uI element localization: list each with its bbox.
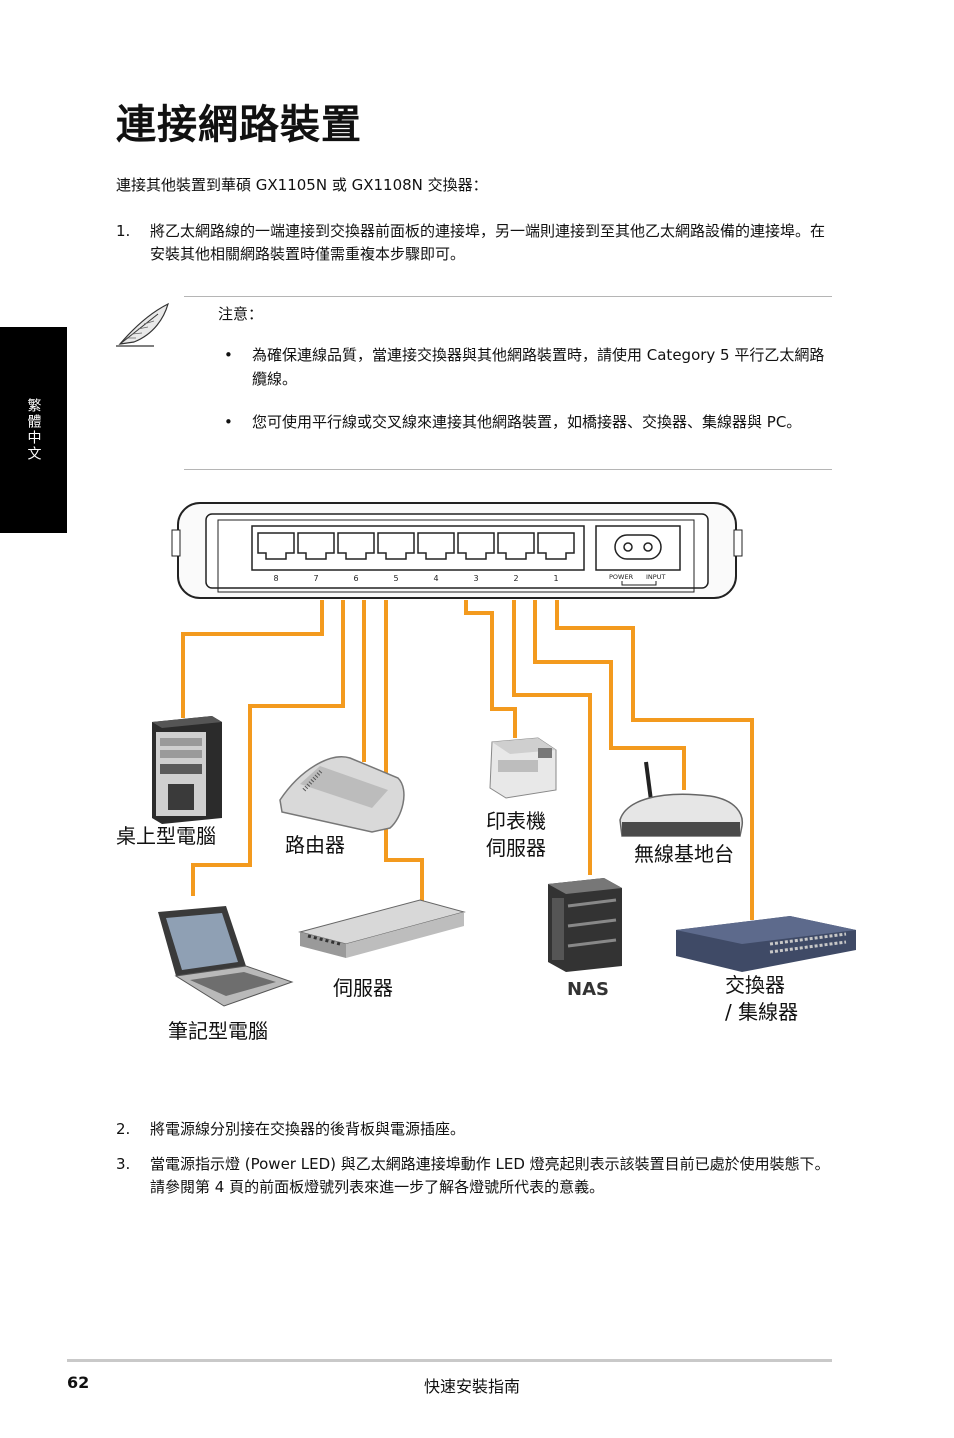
rack-server-icon: [298, 899, 466, 958]
desktop-pc-icon: [152, 716, 222, 824]
notebook-icon: [158, 906, 294, 1007]
power-socket-icon: [614, 534, 662, 560]
note-bottom-rule: [184, 469, 832, 470]
ethernet-port-6: [337, 532, 375, 560]
note-title: 注意：: [218, 305, 264, 323]
port-number-label: 8: [273, 574, 278, 583]
printer-server-label-line1: 印表機: [486, 809, 546, 833]
step-text: 將電源線分別接在交換器的後背板與電源插座。: [150, 1120, 466, 1138]
feather-pen-icon: [114, 300, 172, 350]
input-label: INPUT: [646, 573, 665, 581]
ethernet-port-3: [457, 532, 495, 560]
notebook-label: 筆記型電腦: [168, 1019, 268, 1043]
switch-hub-label-line1: 交換器: [725, 973, 785, 997]
port-number-label: 3: [473, 574, 478, 583]
router-icon: [279, 756, 405, 833]
note-bullet-text: 為確保連線品質，當連接交換器與其他網路裝置時，請使用 Category 5 平行…: [252, 346, 825, 388]
server-label: 伺服器: [333, 976, 393, 1000]
step-text: 當電源指示燈 (Power LED) 與乙太網路連接埠動作 LED 燈亮起則表示…: [150, 1155, 830, 1196]
language-label: 繁體中文: [25, 398, 42, 462]
intro-text: 連接其他裝置到華碩 GX1105N 或 GX1108N 交換器：: [116, 176, 488, 194]
note-bullet-2: • 您可使用平行線或交叉線來連接其他網路裝置，如橋接器、交換器、集線器與 PC。: [224, 410, 832, 460]
note-bullet-text: 您可使用平行線或交叉線來連接其他網路裝置，如橋接器、交換器、集線器與 PC。: [252, 413, 802, 431]
ethernet-port-5: [377, 532, 415, 560]
ethernet-port-7: [297, 532, 335, 560]
bullet-dot: •: [224, 346, 233, 364]
desktop-label: 桌上型電腦: [116, 824, 216, 848]
step-number: 3.: [116, 1155, 131, 1173]
network-switch-icon: [676, 916, 856, 972]
port-number-label: 5: [393, 574, 398, 583]
port-number-label: 1: [553, 574, 558, 583]
step-3: 3. 當電源指示燈 (Power LED) 與乙太網路連接埠動作 LED 燈亮起…: [116, 1153, 832, 1201]
port-number-label: 7: [313, 574, 318, 583]
ethernet-port-1: [537, 532, 575, 560]
power-bracket: [621, 581, 657, 586]
footer-title: 快速安裝指南: [424, 1377, 521, 1396]
bullet-dot: •: [224, 413, 233, 431]
ethernet-ports: [257, 532, 575, 560]
page-title: 連接網路裝置: [116, 102, 362, 148]
switch-hub-label-line2: / 集線器: [725, 1000, 799, 1024]
ethernet-port-8: [257, 532, 295, 560]
printer-icon: [489, 737, 557, 799]
power-label: POWER: [609, 573, 634, 581]
port-number-label: 2: [513, 574, 518, 583]
step-1: 1. 將乙太網路線的一端連接到交換器前面板的連接埠，另一端則連接到至其他乙太網路…: [116, 220, 832, 266]
port-number-label: 6: [353, 574, 358, 583]
ethernet-port-4: [417, 532, 455, 560]
ethernet-port-2: [497, 532, 535, 560]
port-number-label: 4: [433, 574, 438, 583]
step-text: 將乙太網路線的一端連接到交換器前面板的連接埠，另一端則連接到至其他乙太網路設備的…: [150, 222, 826, 263]
page-number: 62: [67, 1373, 90, 1392]
footer-rule: [67, 1359, 832, 1362]
nas-icon: [548, 878, 622, 972]
nas-label: NAS: [567, 979, 609, 1000]
step-number: 1.: [116, 222, 131, 240]
step-2: 2. 將電源線分別接在交換器的後背板與電源插座。: [116, 1118, 832, 1142]
note-bullet-1: • 為確保連線品質，當連接交換器與其他網路裝置時，請使用 Category 5 …: [224, 343, 832, 393]
printer-server-label-line2: 伺服器: [486, 836, 546, 860]
network-diagram: 8 7 6 5 4 3 2 1 POWER INPUT: [152, 502, 856, 1007]
port-number-labels: 8 7 6 5 4 3 2 1: [273, 574, 558, 583]
language-side-tab: 繁體中文: [0, 327, 67, 533]
ethernet-cables: [181, 600, 754, 920]
step-number: 2.: [116, 1120, 131, 1138]
wireless-ap-label: 無線基地台: [634, 842, 734, 866]
note-top-rule: [184, 296, 832, 297]
wireless-access-point-icon: [619, 761, 744, 837]
router-label: 路由器: [285, 833, 345, 857]
